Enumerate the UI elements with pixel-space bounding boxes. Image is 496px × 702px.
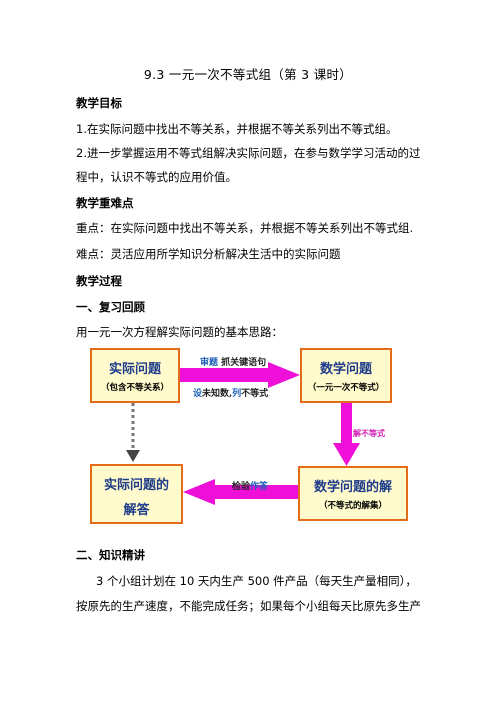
label-inequality: 不等式 (241, 389, 269, 399)
problem-line2: 按原先的生产速度，不能完成任务；如果每个小组每天比原先多生产 (76, 599, 421, 613)
arrow-right-top (180, 362, 300, 388)
keypoints-heading: 教学重难点 (76, 196, 134, 210)
label-check: 检验 (232, 482, 251, 492)
arrow-down-right (333, 403, 360, 466)
box-math-solution-title: 数学问题的解 (313, 480, 392, 495)
arrow-left-bottom (183, 479, 300, 505)
label-unknown: 未知数, (202, 389, 233, 399)
section-1-heading: 一、复习回顾 (76, 300, 145, 314)
label-she: 设 (193, 389, 203, 399)
arrow-top-label-1: 审题 抓关键语句 (200, 355, 266, 368)
goals-heading: 教学目标 (76, 96, 122, 110)
label-lie: 列 (232, 389, 242, 399)
box-real-answer: 实际问题的 解答 (90, 464, 183, 524)
box-real-problem-sub: （包含不等关系） (100, 383, 169, 393)
label-key-sentence: 抓关键语句 (221, 358, 267, 368)
box-real-answer-line1: 实际问题的 (103, 478, 169, 493)
page-title: 9.3 一元一次不等式组（第 3 课时） (143, 67, 353, 82)
goal-1: 1.在实际问题中找出不等关系，并根据不等关系列出不等式组。 (76, 122, 398, 136)
box-math-solution-sub: （不等式的解集） (318, 501, 387, 511)
difficult-point: 难点：灵活应用所学知识分析解决生活中的实际问题 (76, 247, 341, 261)
label-answer: 作答 (250, 482, 269, 492)
section-2-heading: 二、知识精讲 (76, 548, 145, 562)
box-math-problem: 数学问题 （一元一次不等式） (300, 348, 392, 403)
key-point: 重点：在实际问题中找出不等关系，并根据不等关系列出不等式组. (76, 221, 414, 235)
arrow-right-label: 解不等式 (353, 428, 385, 438)
box-math-problem-sub: （一元一次不等式） (307, 383, 385, 393)
label-shenti: 审题 (200, 358, 219, 368)
box-real-problem: 实际问题 （包含不等关系） (90, 348, 180, 403)
box-math-problem-title: 数学问题 (319, 362, 372, 377)
arrow-bottom-label: 检验作答 (232, 479, 268, 492)
process-heading: 教学过程 (76, 274, 122, 288)
dashed-arrow-head (126, 450, 140, 462)
box-real-answer-line2: 解答 (123, 503, 150, 518)
goal-2-line2: 程中，认识不等式的应用价值。 (76, 170, 237, 184)
review-intro: 用一元一次方程解实际问题的基本思路： (76, 325, 283, 339)
goal-2-line1: 2.进一步掌握运用不等式组解决实际问题，在参与数学学习活动的过 (76, 146, 421, 160)
arrow-top-label-2: 设未知数,列不等式 (193, 386, 268, 399)
box-real-problem-title: 实际问题 (108, 362, 161, 377)
problem-line1: 3 个小组计划在 10 天内生产 500 件产品（每天生产量相同）， (96, 574, 417, 588)
box-math-solution: 数学问题的解 （不等式的解集） (298, 466, 408, 521)
